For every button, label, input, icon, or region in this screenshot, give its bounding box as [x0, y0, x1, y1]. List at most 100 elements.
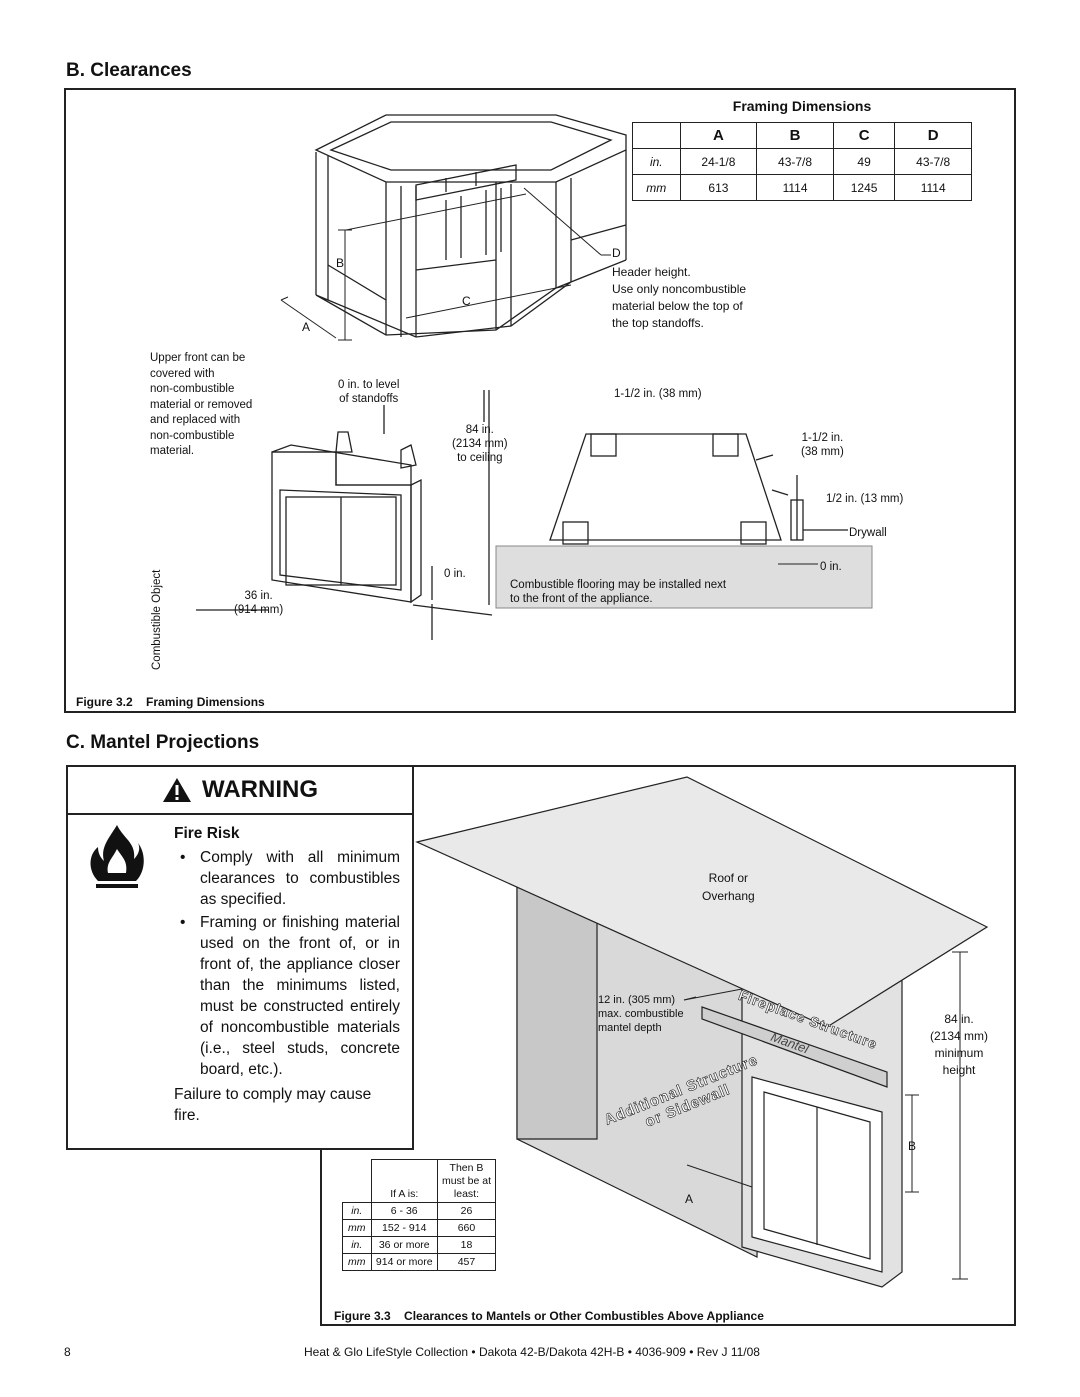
- table-cell: 1245: [832, 174, 896, 201]
- table-cell: 660: [436, 1219, 497, 1237]
- note-line: Upper front can be: [150, 352, 246, 364]
- dim-label-a: A: [302, 320, 311, 334]
- note-line: to ceiling: [457, 452, 503, 464]
- note-line: material or removed: [150, 398, 253, 411]
- table-cell: 1114: [756, 174, 834, 201]
- note-line: Then B: [449, 1162, 484, 1174]
- bullet-text: Framing or finishing material used on th…: [200, 914, 400, 1078]
- warning-bullet: •Comply with all minimum clearances to c…: [174, 847, 400, 910]
- note-line: must be at: [441, 1175, 491, 1187]
- note-line: material below the top of: [612, 299, 743, 313]
- table-header-cell: B: [756, 122, 834, 149]
- table-header-cell: A: [679, 122, 758, 149]
- min-height-note: 84 in. (2134 mm) minimum height: [914, 1011, 1004, 1079]
- table-row: in. 24-1/8 43-7/8 49 43-7/8: [632, 148, 972, 175]
- table-cell: 152 - 914: [370, 1219, 438, 1237]
- note-line: and replaced with: [150, 414, 241, 426]
- footer-text: Heat & Glo LifeStyle Collection • Dakota…: [304, 1345, 760, 1359]
- note-line: 84 in.: [944, 1012, 974, 1026]
- note-line: (914 mm): [234, 604, 284, 616]
- table-cell: [343, 1160, 372, 1203]
- combustible-object-label: Combustible Object: [151, 569, 163, 670]
- note-line: Use only noncombustible: [612, 282, 747, 296]
- dim-label-c: C: [462, 294, 471, 308]
- table-header-cell: If A is:: [370, 1159, 438, 1203]
- warning-heading: Fire Risk: [174, 825, 240, 842]
- note-line: (2134 mm): [929, 1029, 988, 1043]
- note-line: 0 in. to level: [338, 379, 400, 391]
- warning-triangle-icon: [163, 778, 191, 802]
- mantel-drawing: [415, 776, 989, 1288]
- note-line: 36 in.: [244, 590, 273, 602]
- table-cell: 43-7/8: [894, 148, 972, 175]
- figure-3-3-frame: Roof or Overhang 12 in. (305 mm) max. co…: [320, 765, 1016, 1326]
- note-line: minimum: [934, 1046, 984, 1060]
- caption-text: Clearances to Mantels or Other Combustib…: [404, 1309, 764, 1323]
- note-line: Roof or: [708, 871, 749, 885]
- warning-body: Fire Risk •Comply with all minimum clear…: [174, 823, 400, 1126]
- table-header-cell: C: [832, 122, 896, 149]
- table-header-cell: [632, 122, 681, 149]
- floor-note: Combustible flooring may be installed ne…: [510, 578, 726, 606]
- section-title-clearances: B. Clearances: [66, 60, 192, 81]
- bullet-dot: •: [180, 914, 186, 931]
- table-cell: 6 - 36: [370, 1202, 438, 1220]
- side-clearance-2-label: 1-1/2 in. (38 mm): [801, 431, 844, 459]
- table-cell: 457: [436, 1253, 497, 1271]
- dim-label-b: B: [336, 256, 345, 270]
- warning-header: WARNING: [68, 767, 412, 815]
- note-line: material.: [150, 445, 195, 457]
- page-number: 8: [64, 1345, 71, 1359]
- note-line: covered with: [150, 367, 215, 380]
- standoffs-note: 0 in. to level of standoffs: [338, 378, 399, 406]
- table-cell: 18: [436, 1236, 497, 1254]
- note-line: of standoffs: [339, 393, 399, 405]
- note-line: (38 mm): [801, 446, 844, 458]
- framing-drawing: [196, 114, 873, 640]
- floor-zero-label: 0 in.: [820, 561, 842, 573]
- section-title-mantel-projections: C. Mantel Projections: [66, 732, 260, 753]
- table-row: mm 914 or more 457: [342, 1253, 497, 1271]
- table-cell: mm: [342, 1219, 372, 1237]
- table-cell: mm: [632, 174, 681, 201]
- side-clearance-note: 36 in. (914 mm): [234, 589, 283, 617]
- warning-bullet: • Framing or finishing material used on t…: [174, 912, 400, 1080]
- drywall-clearance-label: 1/2 in. (13 mm): [826, 493, 904, 505]
- note-line: non-combustible: [150, 383, 235, 395]
- table-header-cell: Then B must be at least:: [436, 1159, 497, 1203]
- note-line: mantel depth: [598, 1022, 662, 1034]
- note-line: the top standoffs.: [612, 316, 704, 330]
- note-line: Header height.: [612, 265, 691, 279]
- upper-front-note: Upper front can be covered with non-comb…: [150, 351, 252, 460]
- flame-icon: [90, 825, 144, 888]
- note-line: 1-1/2 in.: [801, 432, 844, 444]
- top-clearance-label: 1-1/2 in. (38 mm): [614, 388, 702, 400]
- table-header-cell: D: [894, 122, 972, 149]
- table-header-row: A B C D: [632, 122, 972, 149]
- warning-title: WARNING: [202, 776, 318, 803]
- figure-3-2-caption: Figure 3.2 Framing Dimensions: [76, 695, 265, 709]
- dim-label-d: D: [612, 246, 621, 260]
- figure-3-2-frame: Framing Dimensions A B C D in. 24-1/8 43…: [64, 88, 1016, 713]
- header-height-note: Header height. Use only noncombustible m…: [612, 264, 746, 332]
- zero-in-label: 0 in.: [444, 568, 466, 580]
- figure-3-3-caption: Figure 3.3 Clearances to Mantels or Othe…: [334, 1309, 764, 1323]
- table-row: in. 6 - 36 26: [342, 1202, 497, 1220]
- table-row: mm 152 - 914 660: [342, 1219, 497, 1237]
- table-row: mm 613 1114 1245 1114: [632, 174, 972, 201]
- table-cell: in.: [632, 148, 681, 175]
- table-cell: 26: [436, 1202, 497, 1220]
- table-row: in. 36 or more 18: [342, 1236, 497, 1254]
- mantel-clearance-table: If A is: Then B must be at least: in. 6 …: [342, 1159, 497, 1271]
- note-line: 84 in.: [465, 424, 494, 436]
- table-cell: 1114: [894, 174, 972, 201]
- table-cell: in.: [342, 1236, 372, 1254]
- mantel-depth-note: 12 in. (305 mm) max. combustible mantel …: [598, 993, 684, 1035]
- note-line: (2134 mm): [452, 438, 508, 450]
- dim-label-b: B: [908, 1139, 917, 1153]
- caption-number: Figure 3.2: [76, 695, 133, 709]
- caption-text: Framing Dimensions: [146, 695, 265, 709]
- bullet-text: Comply with all minimum clearances to co…: [200, 849, 400, 908]
- table-cell: 49: [832, 148, 896, 175]
- note-line: Combustible flooring may be installed ne…: [510, 579, 727, 591]
